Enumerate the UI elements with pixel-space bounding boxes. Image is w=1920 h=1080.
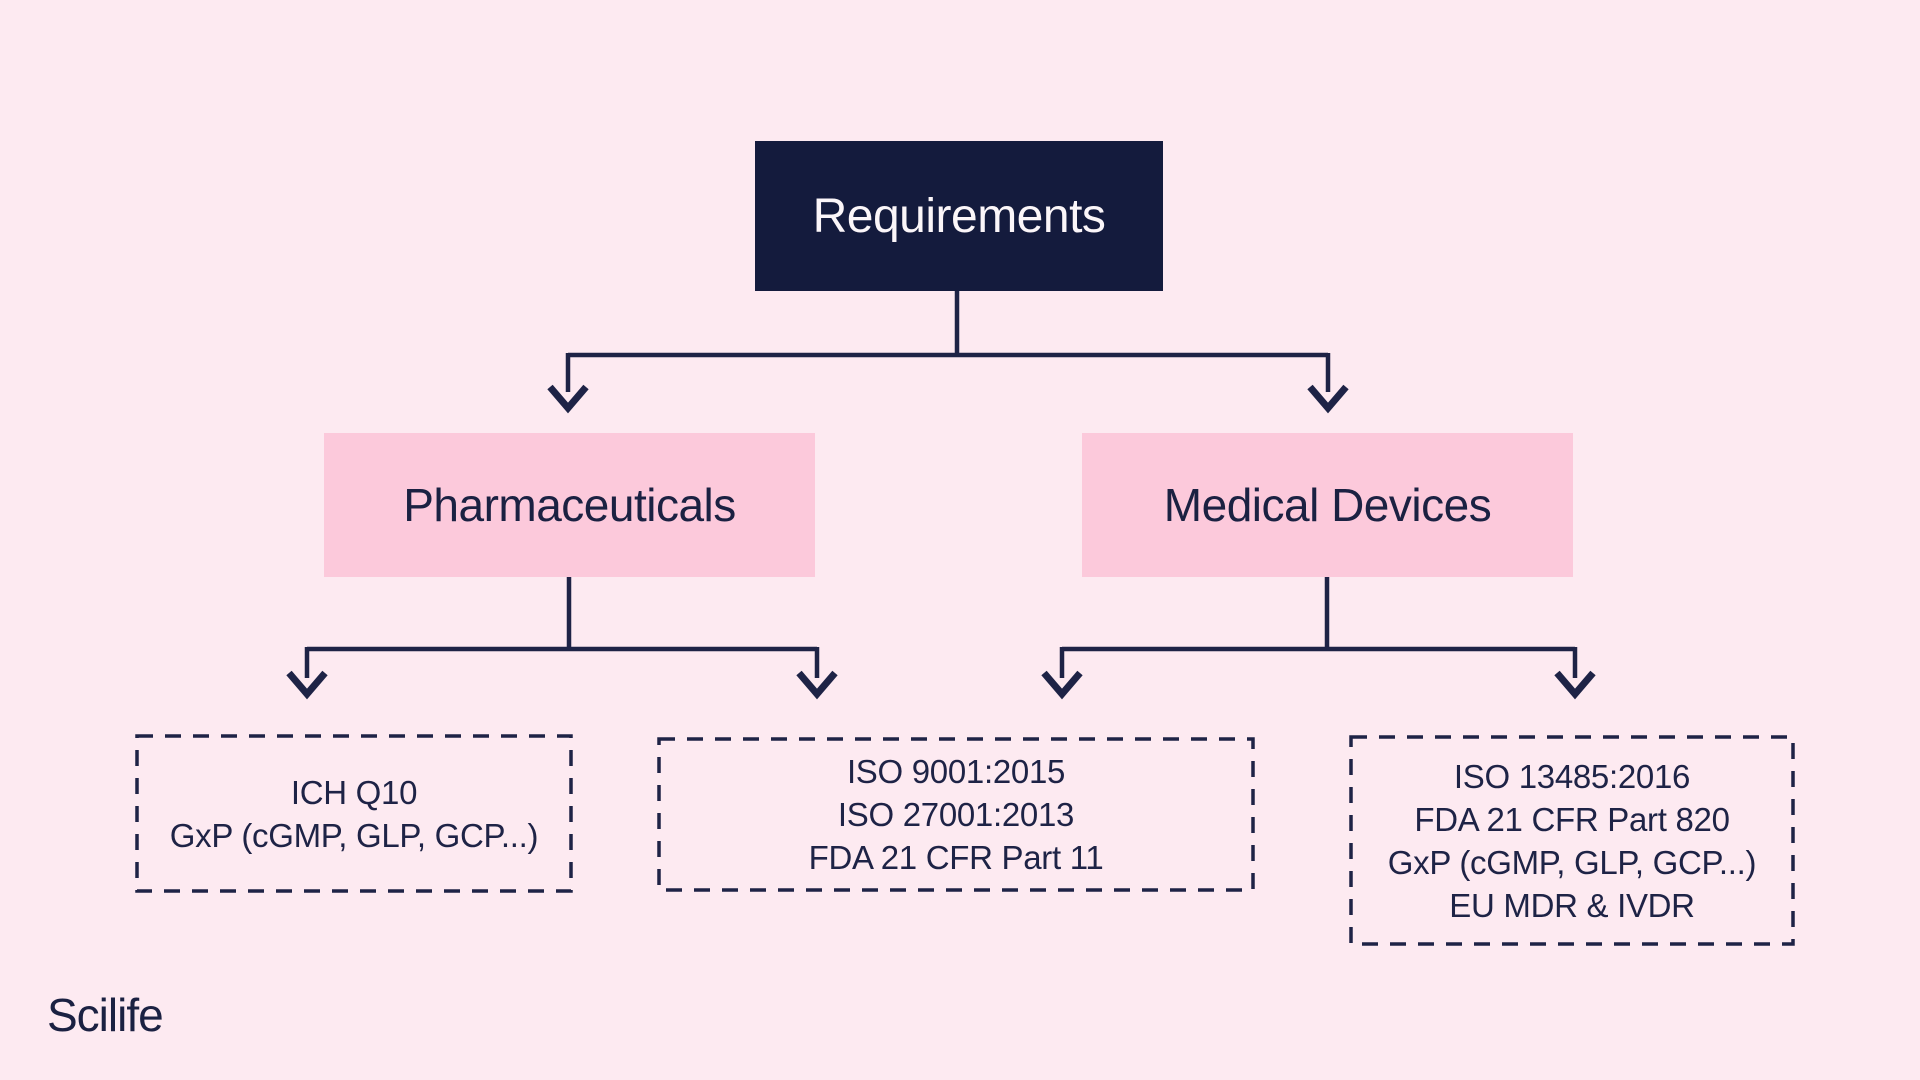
leaf-box-pharma-standards: ICH Q10 GxP (cGMP, GLP, GCP...) (135, 734, 573, 893)
leaf-text-block: ISO 13485:2016 FDA 21 CFR Part 820 GxP (… (1387, 755, 1757, 927)
arrowhead-down-icon (1554, 670, 1596, 700)
leaf-line: GxP (cGMP, GLP, GCP...) (1387, 843, 1757, 881)
leaf-line: ISO 13485:2016 (1453, 757, 1691, 795)
leaf-line: ISO 9001:2015 (846, 753, 1066, 790)
arrowhead-down-icon (796, 670, 838, 700)
scilife-logo: Scilife (47, 989, 164, 1041)
dashed-border (135, 734, 573, 893)
arrowhead-down-icon (1041, 670, 1083, 700)
dashed-border (1349, 735, 1795, 946)
leaf-text-block: ICH Q10 GxP (cGMP, GLP, GCP...) (169, 771, 539, 857)
leaf-box-shared-standards: ISO 9001:2015 ISO 27001:2013 FDA 21 CFR … (657, 737, 1255, 892)
node-requirements: Requirements (755, 141, 1163, 291)
node-requirements-label: Requirements (812, 189, 1106, 243)
leaf-text-block: ISO 9001:2015 ISO 27001:2013 FDA 21 CFR … (809, 750, 1104, 879)
leaf-line: EU MDR & IVDR (1449, 886, 1695, 924)
leaf-box-medical-device-standards: ISO 13485:2016 FDA 21 CFR Part 820 GxP (… (1349, 735, 1795, 946)
node-pharmaceuticals-label: Pharmaceuticals (403, 479, 736, 531)
arrowhead-down-icon (286, 670, 328, 700)
dashed-border (657, 737, 1255, 892)
arrowhead-down-icon (547, 384, 589, 414)
leaf-line: GxP (cGMP, GLP, GCP...) (169, 816, 539, 854)
arrowhead-down-icon (1307, 384, 1349, 414)
node-pharmaceuticals: Pharmaceuticals (324, 433, 815, 577)
leaf-line: FDA 21 CFR Part 11 (808, 839, 1104, 876)
node-medical-devices: Medical Devices (1082, 433, 1573, 577)
leaf-line: ISO 27001:2013 (837, 796, 1075, 833)
leaf-line: ICH Q10 (290, 773, 418, 811)
node-medical-devices-label: Medical Devices (1163, 479, 1492, 531)
leaf-line: FDA 21 CFR Part 820 (1414, 800, 1730, 838)
